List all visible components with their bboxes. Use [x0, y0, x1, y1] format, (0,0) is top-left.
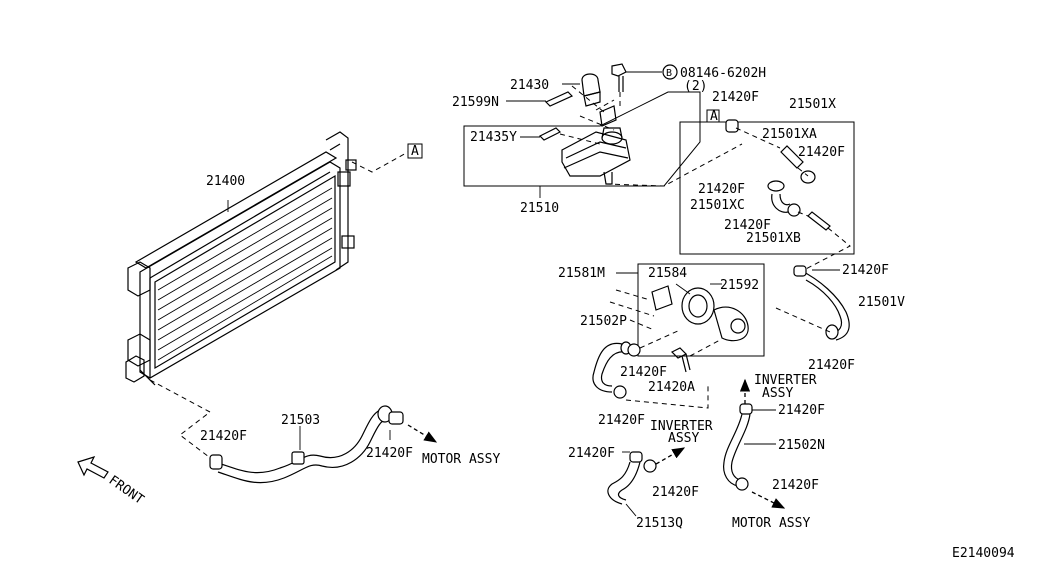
hose-21501v: [793, 265, 850, 341]
label-21501xc: 21501XC: [690, 198, 745, 213]
arrow-motor-assy-1: [407, 424, 438, 443]
label-ref-a-1: A: [411, 144, 419, 159]
diagram-code: E2140094: [952, 546, 1015, 561]
label-21420f-14: 21420F: [652, 485, 699, 500]
label-21420f-13: 21420F: [568, 446, 615, 461]
ref-marker-a-box-1: [407, 143, 423, 159]
leader-21584: [675, 283, 691, 295]
arrow-inverter-assy-2: [655, 447, 686, 465]
label-21502n: 21502N: [778, 438, 825, 453]
bolt-08146-6202h: [611, 63, 678, 92]
label-21510: 21510: [520, 201, 559, 216]
hose-21502n: [723, 403, 753, 491]
reservoir-group-21510: [463, 73, 701, 187]
label-21430: 21430: [510, 78, 549, 93]
label-front: FRONT: [106, 473, 147, 508]
label-21501xa: 21501XA: [762, 127, 817, 142]
label-21400: 21400: [206, 174, 245, 189]
leader-ref-a-1: [351, 151, 409, 173]
leader-pump-dash: [609, 289, 655, 331]
leader-radiator-hose: [149, 379, 214, 461]
label-21501x: 21501X: [789, 97, 836, 112]
label-21420a: 21420A: [648, 380, 695, 395]
bolt-21420a: [670, 347, 691, 373]
hose-assy-21501x: [679, 109, 855, 255]
leader-reservoir-dash: [559, 85, 615, 145]
hose-21513q: [607, 451, 657, 505]
label-21503: 21503: [281, 413, 320, 428]
label-motor-assy-1: MOTOR ASSY: [422, 452, 500, 467]
label-21420f-4: 21420F: [798, 145, 845, 160]
label-21592: 21592: [720, 278, 759, 293]
label-bolt-qty: (2): [684, 79, 707, 94]
leader-21501v-dash: [775, 307, 831, 333]
radiator-21400: [125, 131, 357, 386]
label-21420f-10: 21420F: [598, 413, 645, 428]
label-21420f-1: 21420F: [200, 429, 247, 444]
label-21420f-6: 21420F: [724, 218, 771, 233]
hose-21502p: [592, 341, 641, 399]
pump-group-21581m: [616, 263, 765, 357]
label-21420f-11: 21420F: [778, 403, 825, 418]
leader-reservoir-hose: [605, 143, 743, 187]
label-assy-2: ASSY: [668, 431, 699, 446]
label-21420f-7: 21420F: [842, 263, 889, 278]
leader-21502p-dash: [625, 329, 709, 409]
hose-21503: [209, 405, 404, 484]
label-21502p: 21502P: [580, 314, 627, 329]
label-inverter-2: INVERTER: [650, 419, 713, 434]
label-21501v: 21501V: [858, 295, 905, 310]
label-21420f-5: 21420F: [698, 182, 745, 197]
arrow-motor-assy-2: [751, 491, 786, 509]
label-21420f-2: 21420F: [366, 446, 413, 461]
label-21581m: 21581M: [558, 266, 605, 281]
label-assy-1: ASSY: [762, 386, 793, 401]
label-21501xb: 21501XB: [746, 231, 801, 246]
label-21599n: 21599N: [452, 95, 499, 110]
label-bolt-code: 08146-6202H: [680, 66, 766, 81]
label-21420f-3: 21420F: [712, 90, 759, 105]
leader-21513q: [625, 503, 637, 517]
front-arrow: [77, 456, 109, 479]
label-ref-a-2: A: [710, 109, 718, 124]
label-21513q: 21513Q: [636, 516, 683, 531]
label-21435y: 21435Y: [470, 130, 517, 145]
label-21420f-12: 21420F: [772, 478, 819, 493]
label-motor-assy-2: MOTOR ASSY: [732, 516, 810, 531]
label-inverter-1: INVERTER: [754, 373, 817, 388]
leader-21420a-dash: [689, 339, 721, 357]
label-bolt-circle: B: [666, 68, 672, 79]
label-21584: 21584: [648, 266, 687, 281]
label-21420f-8: 21420F: [808, 358, 855, 373]
label-21420f-9: 21420F: [620, 365, 667, 380]
